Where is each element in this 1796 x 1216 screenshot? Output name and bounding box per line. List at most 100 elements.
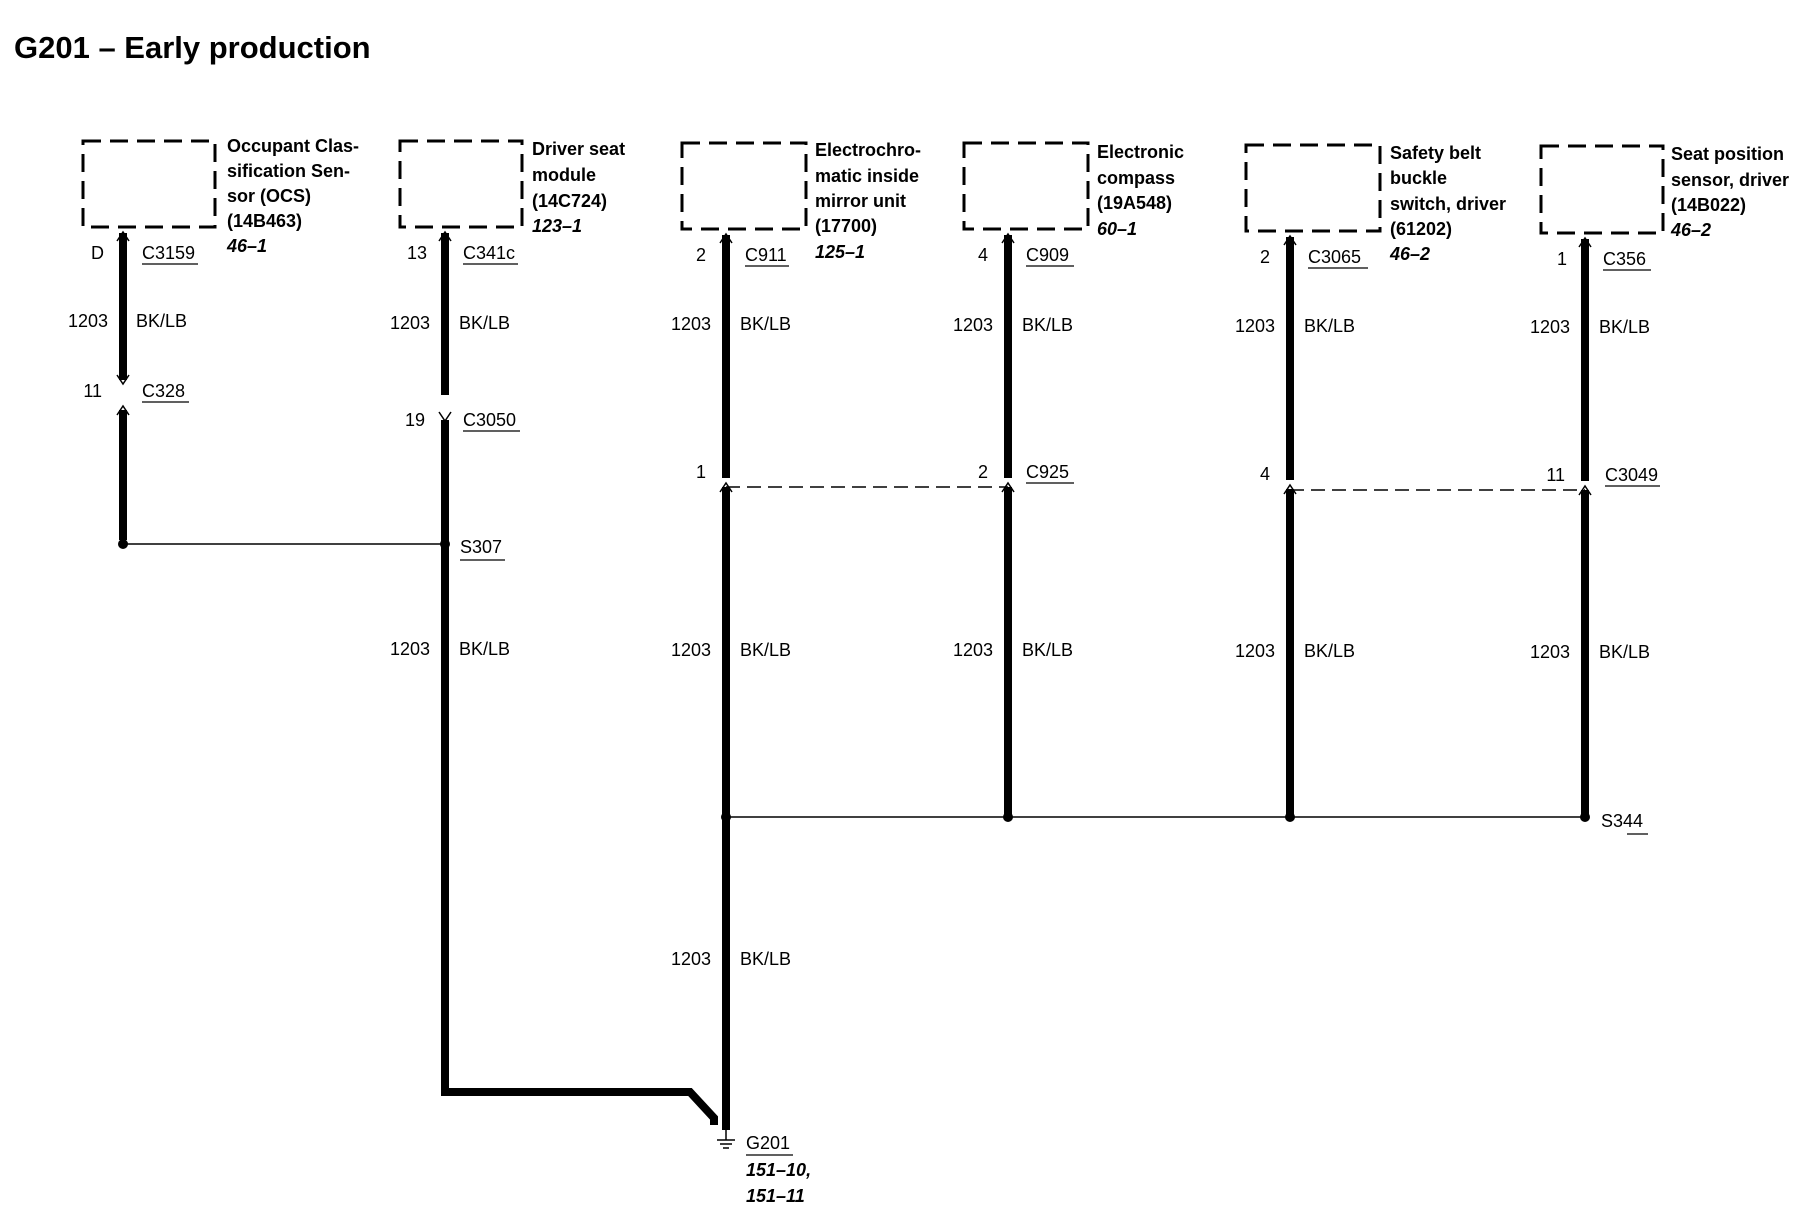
- splice-dot: [118, 539, 128, 549]
- connector-pin: 4: [978, 245, 988, 265]
- connector-arrow: [1283, 483, 1297, 495]
- circuit-number: 1203: [671, 640, 711, 660]
- component-ocs: Occupant Clas- sification Sen- sor (OCS)…: [81, 136, 359, 256]
- component-label: (14B463): [227, 211, 302, 231]
- connector-pin: 4: [1260, 464, 1270, 484]
- component-label: Occupant Clas-: [227, 136, 359, 156]
- component-label: (19A548): [1097, 193, 1172, 213]
- splice-dot: [1580, 812, 1590, 822]
- component-driver-seat-module: Driver seat module (14C724) 123–1: [398, 139, 625, 236]
- component-box-electronic-compass: [962, 141, 1090, 231]
- circuit-number: 1203: [671, 314, 711, 334]
- connector-pin: D: [91, 243, 104, 263]
- connector-name: C3049: [1605, 465, 1658, 485]
- component-label: (14C724): [532, 191, 607, 211]
- connector-name: C328: [142, 381, 185, 401]
- circuit-color: BK/LB: [740, 640, 791, 660]
- circuit-number: 1203: [390, 639, 430, 659]
- component-electronic-compass: Electronic compass (19A548) 60–1: [962, 141, 1184, 239]
- wire-driver-seat-module: [441, 233, 718, 1125]
- component-label: Seat position: [1671, 144, 1784, 164]
- ground-icon: [717, 1128, 735, 1149]
- connector-arrow: [1578, 484, 1592, 496]
- circuit-color: BK/LB: [740, 949, 791, 969]
- component-label: Safety belt: [1390, 143, 1481, 163]
- connector-pin: 11: [1546, 465, 1565, 485]
- circuit-color: BK/LB: [459, 639, 510, 659]
- connector-name: C3159: [142, 243, 195, 263]
- component-ref: 46–2: [1389, 244, 1430, 264]
- connector-arrow: [116, 230, 130, 242]
- component-ref: 125–1: [815, 242, 865, 262]
- circuit-number: 1203: [1530, 317, 1570, 337]
- connector-arrow: [438, 230, 452, 242]
- connector-pin: 2: [696, 245, 706, 265]
- inline-connectors: 11 C328 19 C3050 1 2 C925 4 11 C3049: [83, 381, 1660, 487]
- connector-pin: 2: [1260, 247, 1270, 267]
- component-label: Electronic: [1097, 142, 1184, 162]
- component-label: mirror unit: [815, 191, 906, 211]
- ground-ref: 151–11: [746, 1186, 805, 1206]
- component-label: Driver seat: [532, 139, 625, 159]
- diagram-title: G201 – Early production: [14, 30, 371, 65]
- connector-pin: 1: [696, 462, 706, 482]
- component-ref: 46–1: [226, 236, 267, 256]
- connector-arrow: [719, 481, 733, 493]
- component-label: matic inside: [815, 166, 919, 186]
- splice-dot: [440, 539, 450, 549]
- component-ref: 46–2: [1670, 220, 1711, 240]
- component-label: (17700): [815, 216, 877, 236]
- wire-segment: [441, 420, 718, 1125]
- connector-name: C341c: [463, 243, 515, 263]
- component-label: sensor, driver: [1671, 170, 1789, 190]
- circuit-number: 1203: [1235, 316, 1275, 336]
- component-label: sification Sen-: [227, 161, 350, 181]
- splice-dot: [721, 812, 731, 822]
- circuit-color: BK/LB: [1022, 315, 1073, 335]
- connector-pin: 1: [1557, 249, 1567, 269]
- connector-arrow: [1578, 236, 1592, 248]
- connector-pin: 13: [407, 243, 427, 263]
- splice-label-s307: S307: [460, 537, 502, 557]
- splice-dot: [1003, 812, 1013, 822]
- connector-pin: 11: [83, 381, 102, 401]
- ground-g201: G201 151–10, 151–11: [717, 1128, 811, 1206]
- connector-arrow: [1001, 481, 1015, 493]
- splice-label-s344: S344: [1601, 811, 1643, 831]
- circuit-color: BK/LB: [740, 314, 791, 334]
- connector-name: C3065: [1308, 247, 1361, 267]
- component-electrochromatic-mirror: Electrochro- matic inside mirror unit (1…: [680, 140, 921, 262]
- circuit-color: BK/LB: [1304, 316, 1355, 336]
- connector-name: C356: [1603, 249, 1646, 269]
- circuit-number: 1203: [68, 311, 108, 331]
- component-label: (14B022): [1671, 195, 1746, 215]
- circuit-labels: 1203 BK/LB 1203 BK/LB 1203 BK/LB 1203 BK…: [68, 311, 1650, 969]
- circuit-color: BK/LB: [1022, 640, 1073, 660]
- component-ref: 123–1: [532, 216, 582, 236]
- component-ref: 60–1: [1097, 219, 1137, 239]
- connector-arrow: [438, 411, 452, 423]
- circuit-number: 1203: [953, 315, 993, 335]
- connector-arrow: [116, 404, 130, 416]
- connector-arrow: [1283, 234, 1297, 246]
- circuit-color: BK/LB: [1599, 317, 1650, 337]
- connector-pin: 2: [978, 462, 988, 482]
- circuit-color: BK/LB: [459, 313, 510, 333]
- component-box-ocs: [81, 139, 217, 229]
- connector-arrow: [116, 374, 130, 386]
- circuit-number: 1203: [1235, 641, 1275, 661]
- component-box-safety-belt-buckle-switch: [1244, 143, 1382, 233]
- component-label: compass: [1097, 168, 1175, 188]
- component-label: module: [532, 165, 596, 185]
- component-label: switch, driver: [1390, 194, 1506, 214]
- component-label: buckle: [1390, 168, 1447, 188]
- component-box-seat-position-sensor: [1539, 144, 1665, 235]
- circuit-number: 1203: [1530, 642, 1570, 662]
- connector-arrow: [719, 232, 733, 244]
- component-label: sor (OCS): [227, 186, 311, 206]
- circuit-number: 1203: [390, 313, 430, 333]
- connector-name: C3050: [463, 410, 516, 430]
- circuit-number: 1203: [671, 949, 711, 969]
- ground-label: G201: [746, 1133, 790, 1153]
- connector-pin: 19: [405, 410, 425, 430]
